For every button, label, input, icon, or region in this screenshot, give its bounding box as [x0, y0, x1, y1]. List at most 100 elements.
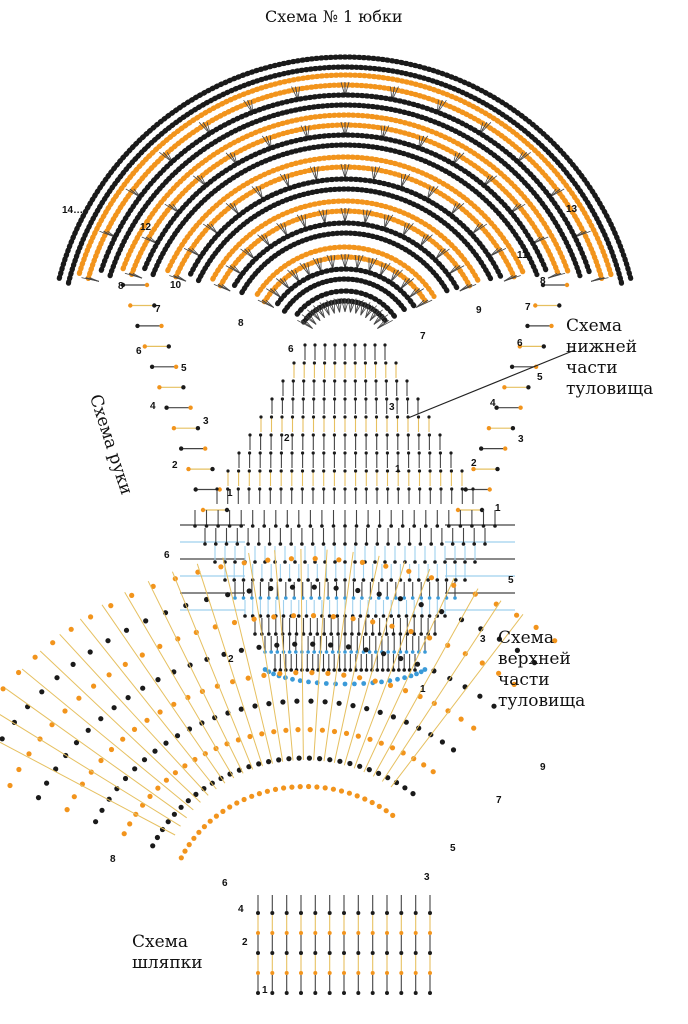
chain-stitch-dot — [279, 451, 283, 455]
chain-stitch-dot — [311, 469, 315, 473]
chain-stitch-dot — [248, 451, 252, 455]
chain-stitch-dot — [449, 451, 453, 455]
chain-stitch-dot — [258, 487, 262, 491]
chain-stitch-dot — [354, 451, 358, 455]
chain-stitch-dot — [396, 451, 400, 455]
chain-stitch-dot — [401, 306, 407, 312]
chain-stitch-dot — [354, 487, 358, 491]
chain-stitch-dot — [322, 415, 326, 419]
chain-stitch-dot — [322, 451, 326, 455]
chain-stitch-dot — [418, 487, 422, 491]
chain-stitch-dot — [384, 361, 388, 365]
chain-stitch-dot — [385, 433, 389, 437]
chain-stitch-dot — [374, 379, 378, 383]
chain-stitch-dot — [333, 343, 337, 347]
chain-stitch-dot — [343, 415, 347, 419]
chain-stitch-dot — [363, 361, 367, 365]
chain-stitch-dot — [291, 379, 295, 383]
chain-stitch-dot — [224, 507, 230, 513]
chain-stitch-dot — [520, 269, 526, 275]
chain-stitch-dot — [290, 469, 294, 473]
chain-stitch-dot — [268, 469, 273, 473]
chain-stitch-dot — [311, 451, 315, 455]
chain-stitch-dot — [549, 323, 554, 329]
chain-stitch-dot — [291, 397, 295, 401]
chain-stitch-dot — [353, 415, 358, 419]
chain-stitch-dot — [301, 433, 305, 437]
chain-stitch-dot — [300, 487, 304, 491]
chain-stitch-dot — [541, 344, 546, 349]
chain-stitch-dot — [385, 451, 389, 455]
chain-stitch-dot — [247, 469, 251, 473]
chain-stitch-dot — [577, 273, 583, 279]
chain-stitch-dot — [322, 469, 326, 473]
chain-stitch-dot — [364, 415, 368, 419]
chain-stitch-dot — [394, 361, 398, 365]
chain-stitch-dot — [226, 469, 230, 473]
chain-stitch-dot — [486, 426, 492, 431]
chain-stitch-dot — [128, 303, 133, 308]
chain-stitch-dot — [279, 487, 283, 491]
chain-stitch-dot — [311, 433, 315, 437]
chain-stitch-dot — [333, 361, 337, 365]
chain-stitch-dot — [200, 507, 206, 513]
chain-stitch-dot — [449, 469, 453, 473]
chain-stitch-dot — [395, 379, 399, 383]
chain-stitch-dot — [290, 433, 294, 437]
chain-stitch-dot — [188, 405, 193, 410]
chain-stitch-dot — [375, 469, 379, 473]
chain-stitch-dot — [431, 293, 437, 299]
chain-stitch-dot — [385, 415, 389, 419]
chain-stitch-dot — [157, 385, 162, 390]
chain-stitch-dot — [332, 469, 336, 473]
chain-stitch-dot — [333, 379, 337, 383]
chain-stitch-dot — [338, 72, 344, 78]
chain-stitch-dot — [417, 433, 421, 437]
chain-stitch-dot — [385, 469, 390, 473]
chain-stitch-dot — [509, 364, 515, 369]
chain-stitch-dot — [608, 271, 614, 278]
chain-stitch-dot — [438, 433, 442, 437]
chain-stitch-dot — [364, 451, 368, 455]
chain-stitch-dot — [406, 433, 410, 437]
chain-stitch-dot — [343, 397, 347, 401]
chain-stitch-dot — [301, 397, 305, 401]
chain-stitch-dot — [416, 415, 421, 419]
chain-stitch-dot — [427, 433, 431, 437]
chain-stitch-dot — [502, 385, 507, 390]
chain-stitch-dot — [203, 446, 208, 451]
chain-stitch-dot — [374, 397, 378, 401]
chain-stitch-dot — [407, 451, 411, 455]
chain-stitch-dot — [455, 507, 461, 513]
chain-stitch-dot — [237, 451, 241, 455]
chain-stitch-dot — [364, 433, 368, 437]
chain-stitch-dot — [487, 275, 494, 282]
chain-stitch-dot — [353, 343, 357, 347]
chain-stitch-dot — [258, 451, 262, 455]
chain-stitch-dot — [396, 433, 400, 437]
chain-stitch-dot — [364, 487, 368, 491]
chain-stitch-dot — [375, 451, 379, 455]
chain-stitch-dot — [533, 303, 538, 308]
chain-stitch-dot — [312, 361, 316, 365]
upper-torso-chart — [193, 510, 497, 687]
chain-stitch-dot — [384, 379, 388, 383]
chain-stitch-dot — [279, 469, 283, 473]
chain-stitch-dot — [186, 466, 191, 472]
chain-stitch-dot — [543, 267, 549, 273]
chain-stitch-dot — [518, 405, 523, 410]
chain-stitch-dot — [159, 323, 164, 329]
chain-stitch-dot — [333, 397, 337, 401]
chain-stitch-dot — [444, 288, 450, 294]
chain-stitch-dot — [411, 303, 417, 309]
chain-stitch-dot — [375, 487, 379, 491]
chain-stitch-dot — [407, 487, 411, 491]
chain-stitch-dot — [280, 397, 284, 401]
chain-stitch-dot — [374, 415, 379, 419]
chain-stitch-dot — [312, 379, 316, 383]
chain-stitch-dot — [301, 451, 305, 455]
chain-stitch-dot — [454, 284, 460, 291]
chain-stitch-dot — [248, 433, 252, 437]
chain-stitch-dot — [135, 323, 140, 329]
